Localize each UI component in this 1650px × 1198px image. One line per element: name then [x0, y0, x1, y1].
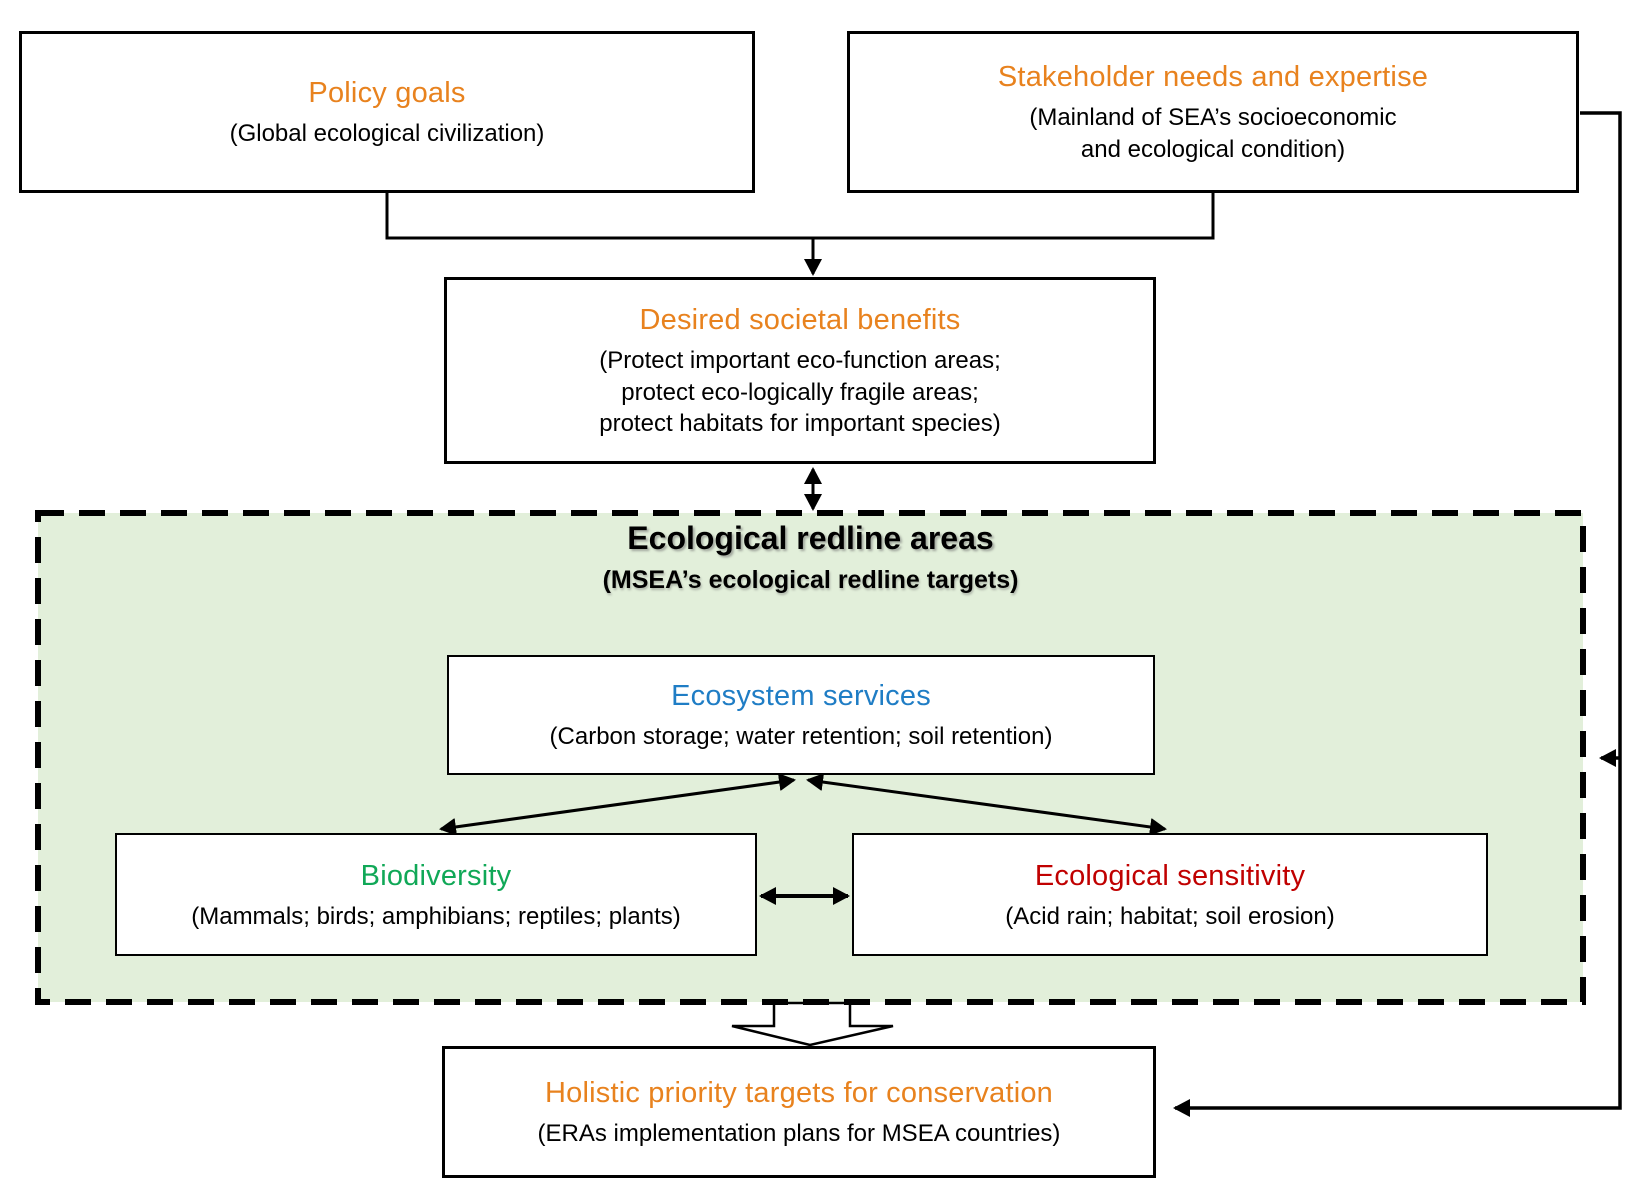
- merge-connector: [385, 193, 1215, 240]
- stakeholder-title: Stakeholder needs and expertise: [997, 61, 1429, 94]
- ecological-sensitivity-subtitle: (Acid rain; habitat; soil erosion): [1005, 902, 1335, 930]
- policy-goals-box: Policy goals (Global ecological civiliza…: [19, 31, 755, 193]
- double-arrow-ecosystem-sensitivity: [806, 773, 1167, 836]
- desired-benefits-line3: protect habitats for important species): [599, 410, 1001, 438]
- stakeholder-subtitle-line2: and ecological condition): [1080, 136, 1346, 164]
- redline-title: Ecological redline areas: [627, 520, 994, 556]
- policy-goals-subtitle: (Global ecological civilization): [229, 120, 545, 148]
- stakeholder-subtitle: (Mainland of SEA’s socioeconomic and eco…: [1029, 102, 1396, 165]
- feedback-loop: [1173, 111, 1622, 1117]
- desired-benefits-title: Desired societal benefits: [639, 303, 961, 336]
- biodiversity-subtitle: (Mammals; birds; amphibians; reptiles; p…: [191, 902, 681, 930]
- policy-goals-title: Policy goals: [308, 77, 466, 110]
- biodiversity-box: Biodiversity (Mammals; birds; amphibians…: [115, 833, 757, 956]
- redline-heading: Ecological redline areas (MSEA’s ecologi…: [38, 520, 1583, 595]
- ecological-sensitivity-box: Ecological sensitivity (Acid rain; habit…: [852, 833, 1488, 956]
- ecosystem-services-title: Ecosystem services: [671, 680, 931, 713]
- desired-benefits-line1: (Protect important eco-function areas;: [599, 347, 1001, 375]
- biodiversity-title: Biodiversity: [360, 859, 512, 892]
- block-arrow-down: [731, 1001, 894, 1047]
- stakeholder-subtitle-line1: (Mainland of SEA’s socioeconomic: [1029, 104, 1397, 132]
- desired-benefits-subtitle: (Protect important eco-function areas; p…: [599, 345, 1001, 440]
- desired-benefits-line2: protect eco-logically fragile areas;: [621, 378, 979, 406]
- double-arrow-ecosystem-biodiversity: [439, 773, 796, 836]
- desired-benefits-box: Desired societal benefits (Protect impor…: [444, 277, 1156, 464]
- ecosystem-services-box: Ecosystem services (Carbon storage; wate…: [447, 655, 1155, 775]
- ecosystem-services-subtitle: (Carbon storage; water retention; soil r…: [549, 723, 1053, 751]
- holistic-targets-subtitle: (ERAs implementation plans for MSEA coun…: [537, 1120, 1061, 1148]
- ecological-sensitivity-title: Ecological sensitivity: [1034, 859, 1306, 892]
- redline-subtitle: (MSEA’s ecological redline targets): [602, 566, 1019, 594]
- holistic-targets-box: Holistic priority targets for conservati…: [442, 1046, 1156, 1178]
- holistic-targets-title: Holistic priority targets for conservati…: [544, 1077, 1054, 1110]
- stakeholder-box: Stakeholder needs and expertise (Mainlan…: [847, 31, 1579, 193]
